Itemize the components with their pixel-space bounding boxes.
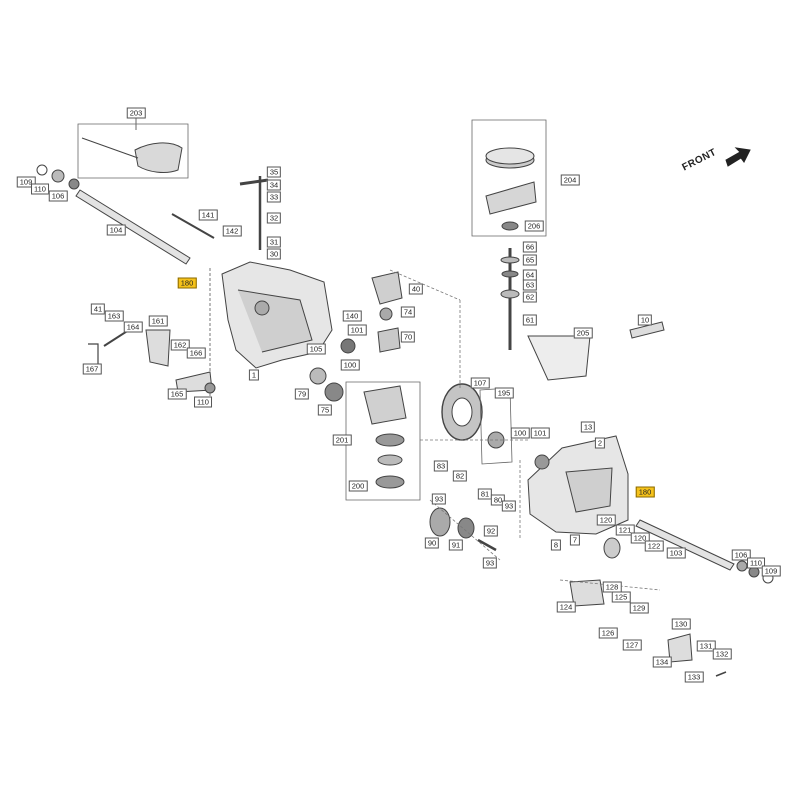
- part-callout-82: 82: [452, 470, 468, 482]
- part-callout-125: 125: [611, 591, 631, 603]
- part-callout-166: 166: [186, 347, 206, 359]
- part-callout-124: 124: [556, 601, 576, 613]
- part-callout-132: 132: [712, 648, 732, 660]
- part-callout-74: 74: [400, 306, 416, 318]
- part-callout-93: 93: [431, 493, 447, 505]
- part-callout-93: 93: [501, 500, 517, 512]
- part-callout-162: 162: [170, 339, 190, 351]
- part-callout-63: 63: [522, 279, 538, 291]
- part-callout-141: 141: [198, 209, 218, 221]
- part-callout-164: 164: [123, 321, 143, 333]
- part-callout-90: 90: [424, 537, 440, 549]
- part-callout-81: 81: [477, 488, 493, 500]
- part-callout-127: 127: [622, 639, 642, 651]
- part-callout-126: 126: [598, 627, 618, 639]
- part-callout-41: 41: [90, 303, 106, 315]
- part-callout-31: 31: [266, 236, 282, 248]
- part-callout-205: 205: [573, 327, 593, 339]
- part-callout-66: 66: [522, 241, 538, 253]
- part-callout-165: 165: [167, 388, 187, 400]
- part-callout-1: 1: [248, 369, 260, 381]
- part-callout-91: 91: [448, 539, 464, 551]
- part-callout-131: 131: [696, 640, 716, 652]
- part-callout-201: 201: [332, 434, 352, 446]
- part-callout-109: 109: [16, 176, 36, 188]
- part-callout-180: 180: [635, 486, 655, 498]
- part-callout-203: 203: [126, 107, 146, 119]
- part-callout-109: 109: [761, 565, 781, 577]
- part-callout-110: 110: [747, 557, 765, 569]
- part-callout-103: 103: [666, 547, 686, 559]
- part-callout-122: 122: [644, 540, 664, 552]
- part-callout-121: 121: [615, 524, 635, 536]
- part-callout-80: 80: [490, 494, 506, 506]
- part-callout-65: 65: [522, 254, 538, 266]
- part-callout-2: 2: [594, 437, 606, 449]
- part-callout-161: 161: [148, 315, 168, 327]
- part-callout-133: 133: [684, 671, 704, 683]
- part-callout-75: 75: [317, 404, 333, 416]
- part-callout-105: 105: [306, 343, 326, 355]
- part-callout-120: 120: [596, 514, 616, 526]
- part-callout-110: 110: [194, 396, 212, 408]
- part-callout-120: 120: [630, 532, 650, 544]
- part-callout-40: 40: [408, 283, 424, 295]
- part-callout-33: 33: [266, 191, 282, 203]
- part-callout-204: 204: [560, 174, 580, 186]
- part-callout-142: 142: [222, 225, 242, 237]
- part-callout-101: 101: [530, 427, 550, 439]
- part-callout-180: 180: [177, 277, 197, 289]
- part-callout-163: 163: [104, 310, 124, 322]
- part-callout-62: 62: [522, 291, 538, 303]
- part-callout-106: 106: [731, 549, 751, 561]
- part-callout-110: 110: [31, 183, 49, 195]
- part-callout-195: 195: [494, 387, 514, 399]
- part-callout-79: 79: [294, 388, 310, 400]
- part-callout-100: 100: [340, 359, 360, 371]
- part-callout-101: 101: [347, 324, 367, 336]
- part-callout-104: 104: [106, 224, 126, 236]
- part-callout-206: 206: [524, 220, 544, 232]
- part-callout-10: 10: [637, 314, 653, 326]
- part-callout-83: 83: [433, 460, 449, 472]
- part-callout-35: 35: [266, 166, 282, 178]
- part-callout-140: 140: [342, 310, 362, 322]
- part-callout-13: 13: [580, 421, 596, 433]
- part-callout-30: 30: [266, 248, 282, 260]
- part-callout-134: 134: [652, 656, 672, 668]
- part-callout-34: 34: [266, 179, 282, 191]
- part-callout-100: 100: [510, 427, 530, 439]
- part-callout-7: 7: [569, 534, 581, 546]
- part-callout-93: 93: [482, 557, 498, 569]
- part-callout-129: 129: [629, 602, 649, 614]
- part-callout-61: 61: [522, 314, 538, 326]
- part-callout-107: 107: [470, 377, 490, 389]
- part-callout-92: 92: [483, 525, 499, 537]
- part-callout-106: 106: [48, 190, 68, 202]
- part-callout-167: 167: [82, 363, 102, 375]
- part-callout-8: 8: [550, 539, 562, 551]
- part-callout-32: 32: [266, 212, 282, 224]
- part-callout-130: 130: [671, 618, 691, 630]
- part-callout-70: 70: [400, 331, 416, 343]
- part-callout-200: 200: [348, 480, 368, 492]
